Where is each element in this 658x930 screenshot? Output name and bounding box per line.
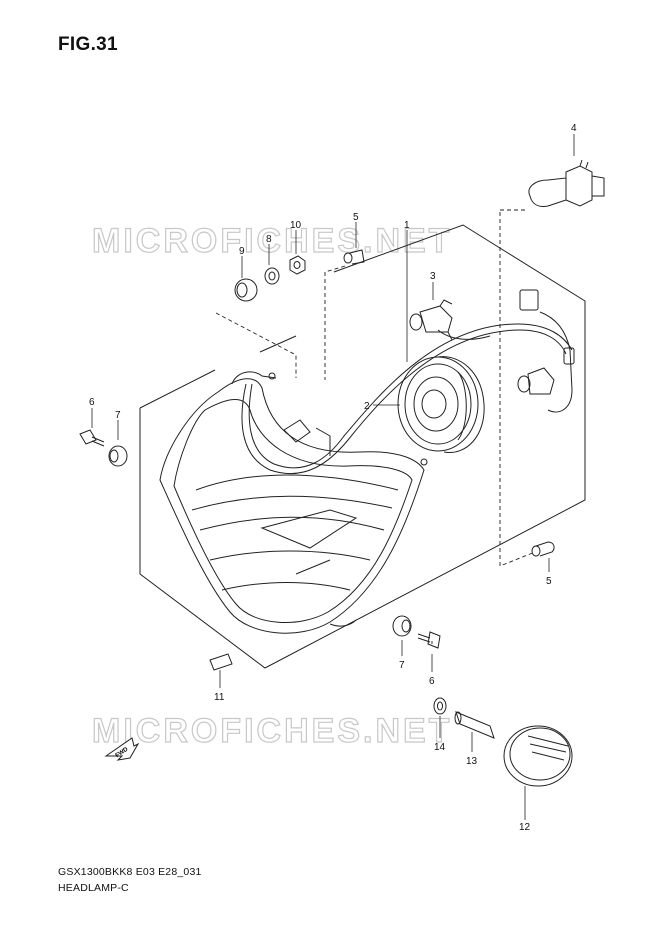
callout-8: 8	[266, 234, 272, 245]
callout-6-left: 6	[89, 397, 95, 408]
part-2-reflector	[397, 356, 485, 453]
callout-6-right: 6	[429, 676, 435, 687]
part-5-bulb-lower	[531, 541, 555, 557]
dashed-leaders	[215, 209, 536, 644]
part-position-socket	[517, 367, 555, 395]
callout-10: 10	[290, 220, 302, 231]
callout-12: 12	[519, 822, 531, 833]
assembly-boundary	[139, 224, 586, 669]
callout-2: 2	[364, 401, 370, 412]
part-7-grommet-right	[392, 615, 412, 637]
callout-3: 3	[430, 271, 436, 282]
part-13-spacer	[454, 711, 495, 739]
part-12-reflector-lens	[503, 725, 573, 787]
callout-7-left: 7	[115, 410, 121, 421]
part-6-bolt-right	[417, 631, 441, 649]
section-name: HEADLAMP-C	[58, 882, 129, 894]
part-11-grommet	[209, 653, 233, 671]
part-8-washer	[264, 267, 280, 285]
callout-13: 13	[466, 756, 478, 767]
watermark-bottom: MICROFICHES.NET	[92, 712, 452, 750]
model-code: GSX1300BKK8 E03 E28_031	[58, 866, 202, 878]
callout-4: 4	[571, 123, 577, 134]
part-7-grommet-left	[108, 445, 128, 467]
callout-numbers: 1 2 3 4 5 5 6 6 7 7 8 9 10 11 12 13 14	[89, 123, 577, 833]
watermark-top: MICROFICHES.NET	[92, 222, 452, 260]
wiring-harness	[241, 289, 575, 475]
leader-lines	[91, 134, 575, 820]
part-4-halogen-bulb	[528, 159, 605, 207]
callout-5-upper: 5	[353, 212, 359, 223]
callout-5-lower: 5	[546, 576, 552, 587]
part-3-bulb-socket	[409, 299, 453, 341]
callout-9: 9	[239, 246, 245, 257]
fwd-arrow-icon: FWD	[104, 737, 140, 761]
part-10-nut	[289, 255, 306, 275]
callout-14: 14	[434, 742, 446, 753]
part-6-bolt-left	[79, 429, 105, 447]
figure-title: FIG.31	[58, 34, 118, 55]
callout-7-right: 7	[399, 660, 405, 671]
callout-11: 11	[214, 692, 225, 703]
part-5-bulb-upper	[343, 249, 365, 265]
headlamp-housing	[159, 371, 428, 634]
part-14-washer	[433, 697, 447, 715]
part-9-grommet	[234, 278, 258, 302]
callout-1: 1	[404, 220, 410, 231]
